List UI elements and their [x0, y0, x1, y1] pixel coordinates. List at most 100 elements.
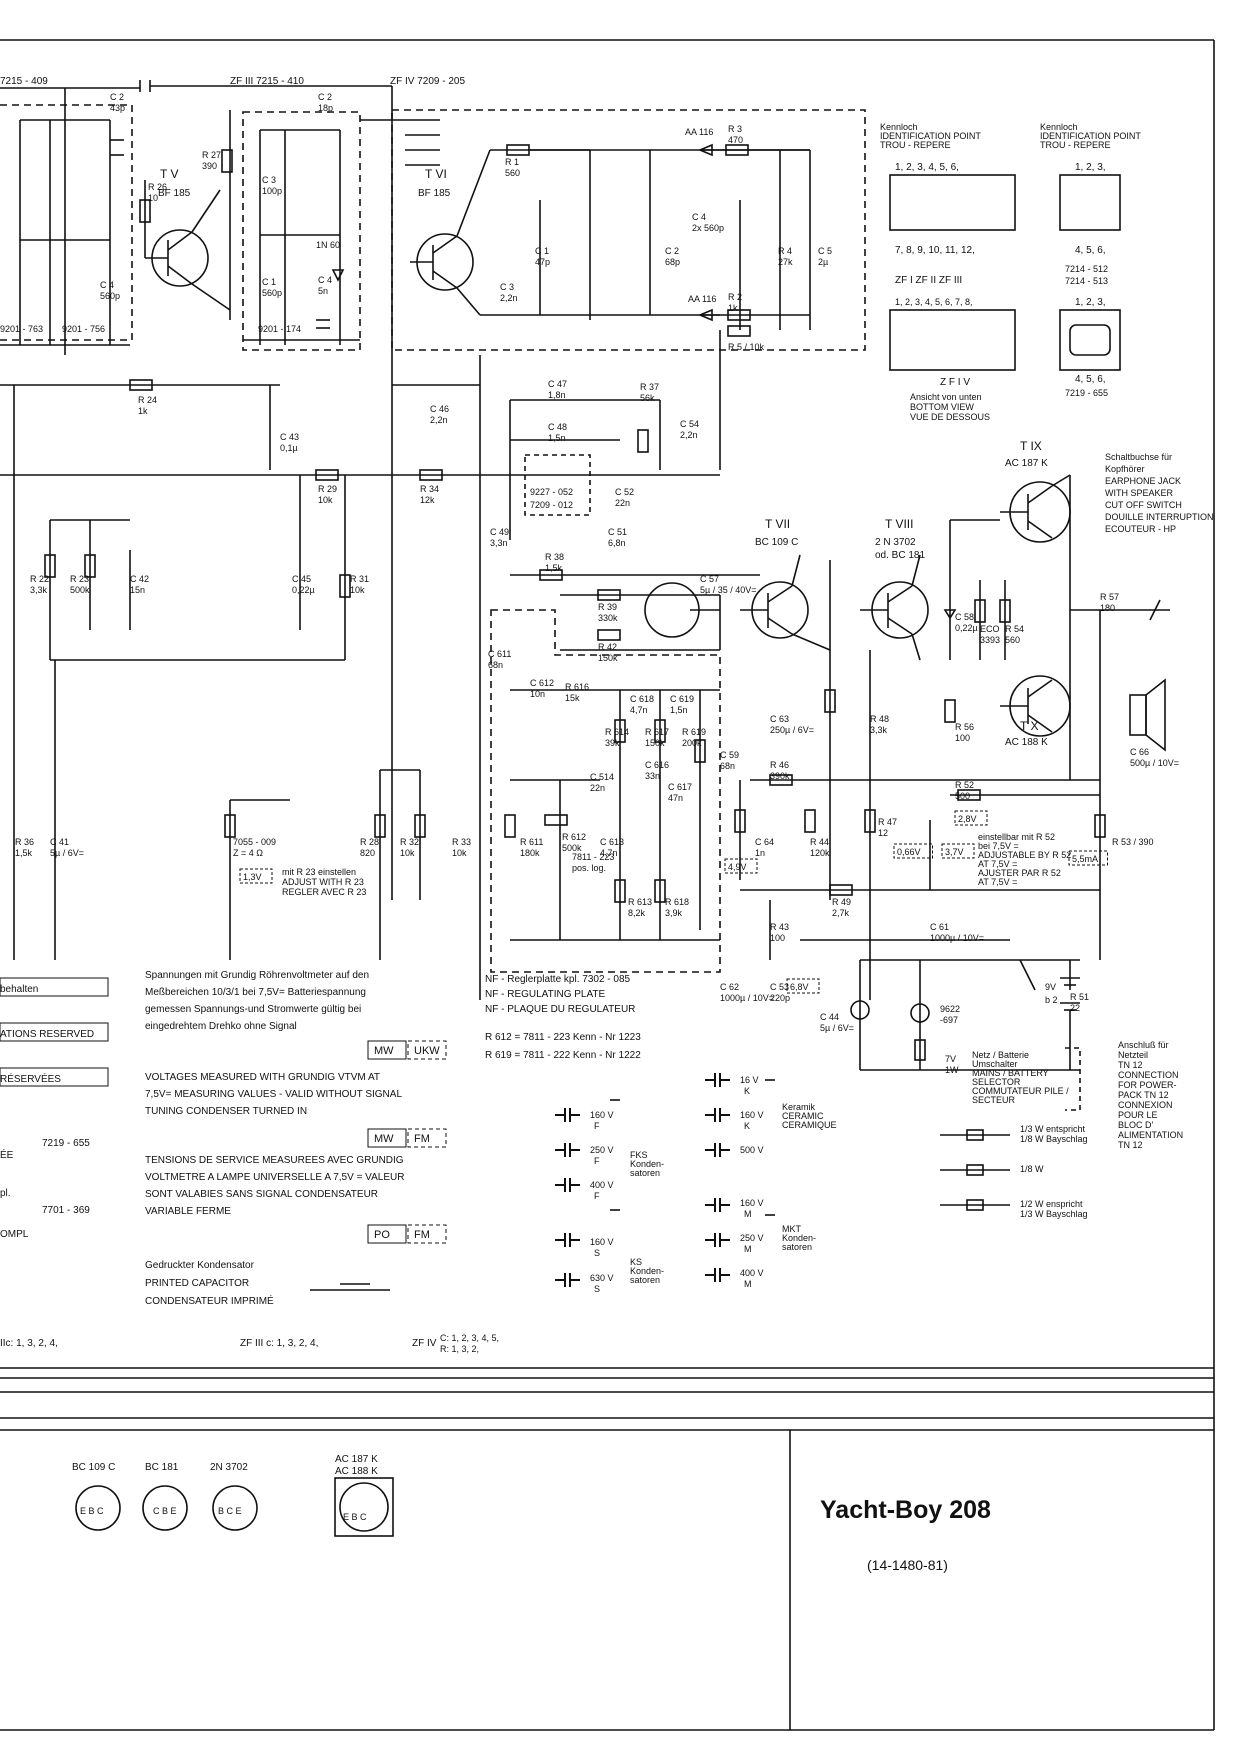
fks-t-0: F — [594, 1121, 600, 1131]
component-label-58: C 613 — [600, 837, 624, 847]
mains-line-4: COMMUTATEUR PILE / — [972, 1086, 1069, 1096]
component-label-93: b 3 — [0, 0, 13, 2]
component-label-34: 10k — [318, 495, 333, 505]
component-label-3: C 2 — [318, 92, 332, 102]
pin-right2-bottom: 4, 5, 6, — [1075, 374, 1106, 385]
component-label-49: 39k — [605, 738, 620, 748]
tr-pinout-pins-1: C B E — [153, 1506, 177, 1516]
component-label-73: 0,22µ — [955, 623, 978, 633]
adjust-r52-line-2: ADJUSTABLE BY R 52 — [978, 850, 1071, 860]
voltage-value-5: 5,5mA — [1072, 854, 1098, 864]
component-label-46: R 616 — [565, 682, 589, 692]
ker-label-1: CERAMIC — [782, 1111, 824, 1121]
note-en-1: 7,5V= MEASURING VALUES - VALID WITHOUT S… — [145, 1089, 402, 1100]
component-label-1: C 2 — [110, 92, 124, 102]
note-fr-2: SONT VALABIES SANS SIGNAL CONDENSATEUR — [145, 1189, 378, 1200]
component-label-83: 10k — [400, 848, 415, 858]
component-label-92: b 2 — [1045, 995, 1058, 1005]
component-label-51: 200k — [682, 738, 702, 748]
component-label-38: C 42 — [130, 574, 149, 584]
mkt-v-1: 250 V — [740, 1233, 764, 1243]
component-label-68: R 49 — [832, 897, 851, 907]
component-label-43: R 42 — [598, 642, 617, 652]
component-label-62: 390k — [770, 771, 790, 781]
component-label-77: 500 — [955, 791, 970, 801]
tr-pinout-name-3: AC 187 K — [335, 1454, 378, 1465]
component-label-63: 250µ / 6V= — [770, 725, 814, 735]
adjust-r52-line-5: AT 7,5V = — [978, 877, 1017, 887]
component-label-24: 1,8n — [548, 390, 566, 400]
component-label-9: 560 — [505, 168, 520, 178]
left-margin-box — [0, 1067, 109, 1087]
component-label-90: R 51 — [1070, 992, 1089, 1002]
component-label-21: 1k — [138, 406, 148, 416]
regler-line-1: NF - REGULATING PLATE — [485, 989, 606, 1000]
component-label-34: R 29 — [318, 484, 337, 494]
component-label-30: 22n — [615, 498, 630, 508]
tvi-label: T VI — [425, 167, 447, 181]
tvii-type: BC 109 C — [755, 537, 798, 548]
voltage-value-2: 0,66V — [897, 847, 921, 857]
zf-sub-3: 9201 - 174 — [258, 324, 301, 334]
coord-zf4c-c: C: 1, 2, 3, 4, 5, — [440, 1333, 499, 1343]
note-en-2: TUNING CONDENSER TURNED IN — [145, 1106, 307, 1117]
voltage-value-4: 2,8V — [958, 814, 977, 824]
component-label-60: R 618 — [665, 897, 689, 907]
pin-left-top: 1, 2, 3, 4, 5, 6, — [895, 162, 959, 173]
ks-label-2: satoren — [630, 1275, 660, 1285]
component-label-57: 7811 - 223 — [572, 852, 614, 862]
pin-view-1: BOTTOM VIEW — [910, 402, 974, 412]
voltage-box — [941, 843, 975, 859]
component-label-61: C 59 — [720, 750, 739, 760]
zf4-label: ZF IV 7209 - 205 — [390, 76, 465, 87]
pin-right-header-1: IDENTIFICATION POINT — [1040, 131, 1141, 141]
component-label-67: R 47 — [878, 817, 897, 827]
coord-zf3c: ZF III c: 1, 3, 2, 4, — [240, 1338, 318, 1349]
band-box — [367, 1224, 407, 1244]
component-label-11: 2,2n — [500, 293, 518, 303]
headphone-line-4: CUT OFF SWITCH — [1105, 500, 1182, 510]
voltage-box — [786, 978, 820, 994]
component-label-51: R 619 — [682, 727, 706, 737]
power-line-6: CONNEXION — [1118, 1100, 1173, 1110]
voltage-box — [893, 843, 933, 859]
res-legend-0: 1/3 W entspricht — [1020, 1124, 1086, 1134]
printed-cap-0: Gedruckter Kondensator — [145, 1260, 255, 1271]
component-label-73: C 58 — [955, 612, 974, 622]
component-label-0: 390 — [202, 161, 217, 171]
res-legend-1: 1/8 W Bayschlag — [1020, 1134, 1088, 1144]
mkt-label-1: Konden- — [782, 1233, 816, 1243]
voltage-box — [724, 858, 758, 874]
fks-label-1: Konden- — [630, 1159, 664, 1169]
component-label-52: C 514 — [590, 772, 614, 782]
component-label-13: R 3 — [728, 124, 742, 134]
component-label-84: 10k — [452, 848, 467, 858]
note-de-0: Spannungen mit Grundig Röhrenvoltmeter a… — [145, 970, 369, 981]
voltage-value-0: 1,3V — [243, 872, 262, 882]
component-label-89: 7V — [945, 1054, 956, 1064]
component-label-14: 2x 560p — [692, 223, 724, 233]
tr-pinout-name-3: AC 188 K — [335, 1466, 378, 1477]
tix-type: AC 187 K — [1005, 458, 1048, 469]
component-label-67: 12 — [878, 828, 888, 838]
component-label-39: C 45 — [292, 574, 311, 584]
component-label-62: R 46 — [770, 760, 789, 770]
component-label-75: 560 — [1005, 635, 1020, 645]
tviii-alt: od. BC 181 — [875, 550, 925, 561]
component-label-78: R 53 / 390 — [1112, 837, 1154, 847]
tviii-type: 2 N 3702 — [875, 537, 916, 548]
component-label-85: R 36 — [15, 837, 34, 847]
component-label-3: 18p — [318, 103, 333, 113]
mains-line-0: Netz / Batterie — [972, 1050, 1029, 1060]
ker-label-2: CERAMIQUE — [782, 1120, 837, 1130]
mains-line-1: Umschalter — [972, 1059, 1018, 1069]
component-label-57: pos. log. — [572, 863, 606, 873]
component-label-56: 500k — [562, 843, 582, 853]
component-label-4: 100p — [262, 186, 282, 196]
pin-left-header-2: TROU - REPERE — [880, 140, 951, 150]
mkt-v-2: 400 V — [740, 1268, 764, 1278]
component-label-50: 150k — [645, 738, 665, 748]
component-label-85: 1,5k — [15, 848, 33, 858]
